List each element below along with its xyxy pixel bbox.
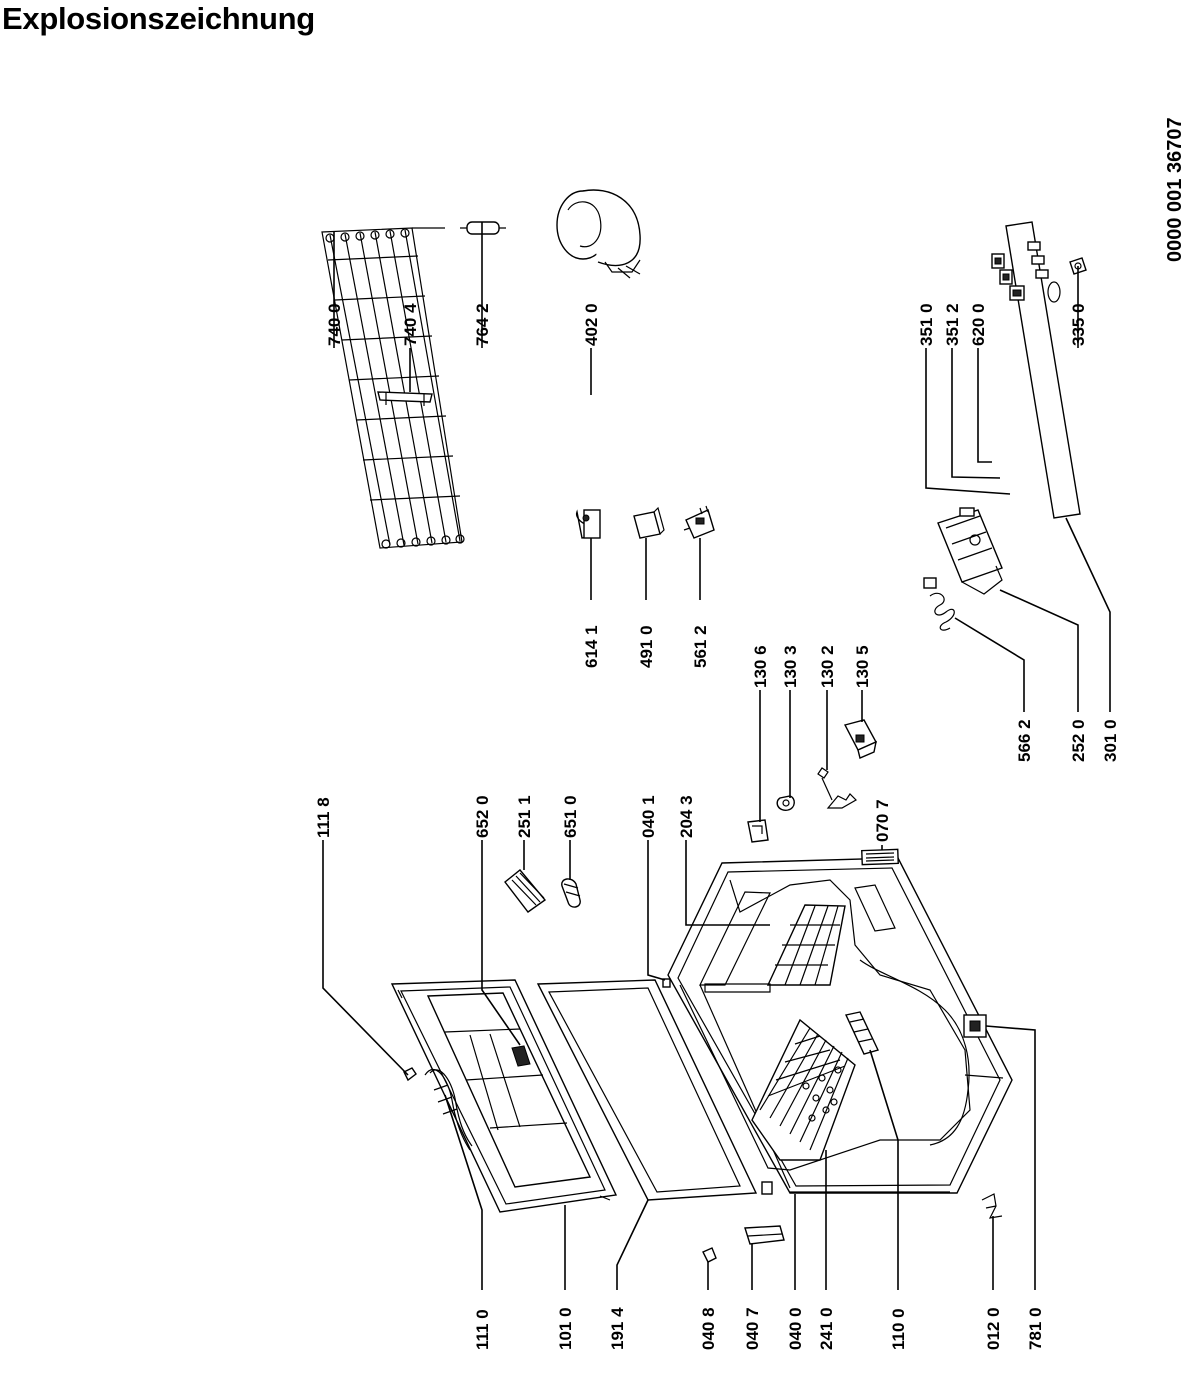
label-191-4: 191 4 — [608, 1307, 627, 1350]
part-764-2-drier — [460, 221, 506, 235]
label-241-0: 241 0 — [817, 1307, 836, 1350]
part-561-2-thermostat — [683, 505, 715, 539]
label-252-0: 252 0 — [1069, 719, 1088, 762]
label-740-0: 740 0 — [325, 303, 344, 346]
label-764-2: 764 2 — [473, 303, 492, 346]
label-111-0: 111 0 — [473, 1309, 492, 1350]
label-070-7: 070 7 — [873, 799, 892, 842]
part-101-0-lid — [390, 979, 618, 1213]
label-110-0: 110 0 — [889, 1308, 908, 1350]
part-130-3 — [776, 795, 795, 811]
label-651-0: 651 0 — [561, 795, 580, 838]
label-130-2: 130 2 — [818, 645, 837, 688]
part-130-6 — [747, 819, 769, 843]
label-620-0: 620 0 — [969, 303, 988, 346]
part-740-4-bracket — [377, 391, 433, 406]
part-241-0-basket — [751, 1018, 856, 1161]
label-040-7: 040 7 — [743, 1307, 762, 1350]
label-301-0: 301 0 — [1101, 719, 1120, 762]
label-566-2: 566 2 — [1015, 719, 1034, 762]
part-740-0-condenser — [321, 227, 465, 549]
part-252-0-control-housing — [937, 507, 1003, 595]
part-040-7 — [744, 1225, 785, 1245]
label-101-0: 101 0 — [556, 1307, 575, 1350]
part-labels: 111 8 652 0 251 1 651 0 040 1 204 3 070 … — [314, 303, 1120, 1350]
label-130-6: 130 6 — [751, 645, 770, 688]
part-012-0 — [981, 1193, 1003, 1219]
part-130-5 — [843, 719, 877, 759]
part-204-3-basket — [704, 904, 846, 993]
part-301-0-control-panel — [1005, 221, 1081, 519]
leader-lines — [322, 222, 1111, 1290]
part-614-1-relay — [576, 509, 601, 539]
label-251-1: 251 1 — [515, 795, 534, 838]
label-130-3: 130 3 — [781, 645, 800, 688]
label-491-0: 491 0 — [637, 625, 656, 668]
page-title: Explosionszeichnung — [2, 1, 315, 36]
label-111-8: 111 8 — [314, 797, 333, 838]
part-651-0-lamp — [561, 878, 581, 908]
label-040-0: 040 0 — [786, 1307, 805, 1350]
part-191-4-gasket — [536, 979, 758, 1201]
part-110-0-tray — [844, 1011, 879, 1055]
label-652-0: 652 0 — [473, 795, 492, 838]
label-335-0: 335 0 — [1069, 303, 1088, 346]
label-130-5: 130 5 — [853, 645, 872, 688]
label-012-0: 012 0 — [984, 1307, 1003, 1350]
label-402-0: 402 0 — [582, 303, 601, 346]
part-351-0-knob — [1009, 285, 1025, 301]
part-040-8 — [702, 1247, 717, 1263]
label-040-8: 040 8 — [699, 1307, 718, 1350]
part-111-8-clip — [403, 1067, 417, 1082]
label-040-1: 040 1 — [639, 795, 658, 838]
part-402-0-compressor — [556, 189, 641, 279]
part-251-1-lamp-cover — [504, 869, 547, 913]
label-614-1: 614 1 — [582, 625, 601, 668]
part-491-0-cover — [633, 506, 665, 539]
part-351-2-knob — [999, 269, 1013, 285]
label-351-2: 351 2 — [943, 303, 962, 346]
part-110-0-cabinet — [662, 848, 1013, 1195]
label-561-2: 561 2 — [691, 625, 710, 668]
label-204-3: 204 3 — [677, 795, 696, 838]
label-740-4: 740 4 — [401, 303, 420, 346]
label-781-0: 781 0 — [1026, 1307, 1045, 1350]
part-620-0-switch — [991, 253, 1005, 269]
label-351-0: 351 0 — [917, 303, 936, 346]
part-566-2-spring — [923, 577, 955, 631]
part-130-2 — [817, 767, 857, 809]
